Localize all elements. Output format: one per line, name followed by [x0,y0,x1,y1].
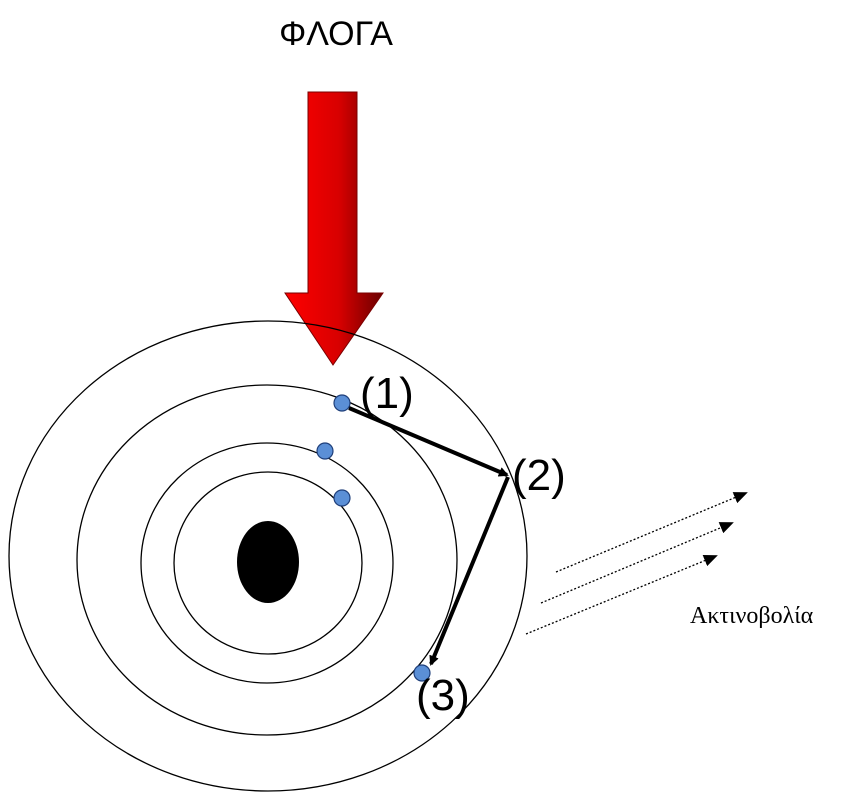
label-step-1: (1) [360,369,414,418]
orbit-third [76,384,458,736]
radiation-ray-2 [540,522,734,604]
nucleus [237,521,299,603]
electron-2 [316,442,334,460]
flame-arrow [284,91,384,366]
radiation-label: Ακτινοβολία [690,603,814,629]
radiation-ray-1 [555,492,748,573]
label-step-3: (3) [416,671,470,720]
electron-3 [333,489,351,507]
label-step-2: (2) [512,451,566,500]
electron-4 [413,664,431,682]
relaxation-arrow [429,476,510,666]
flame-title: ΦΛΟΓΑ [279,15,393,53]
excitation-arrow [348,406,509,477]
orbit-second [140,442,394,684]
radiation-ray-3 [525,555,718,635]
orbit-inner [173,471,363,655]
electron-1 [333,394,351,412]
orbit-outer [8,320,528,792]
